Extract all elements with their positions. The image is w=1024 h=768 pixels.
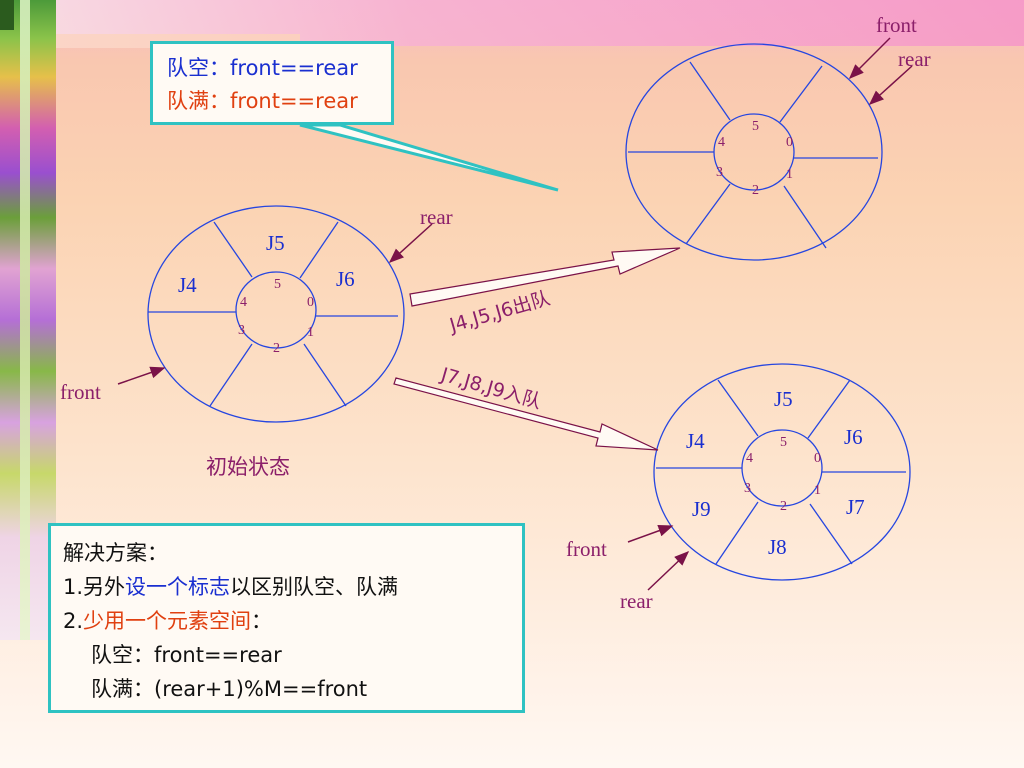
full-front-arrow [627, 524, 674, 543]
slot-index-3: 3 [744, 481, 751, 496]
dequeue-arrow [409, 247, 681, 307]
slot-index-0: 0 [786, 135, 793, 150]
initial-rear-label: rear [420, 205, 453, 229]
slot-index-3: 3 [238, 323, 245, 338]
slot-index-0: 0 [814, 451, 821, 466]
full-queue-ring [653, 363, 911, 581]
initial-queue-elements: J5 J4 J6 [178, 231, 355, 297]
solution-2-prefix: 2. [63, 609, 84, 633]
queue-condition-note: 队空：front==rear 队满：front==rear [150, 41, 394, 125]
initial-front-label: front [60, 380, 101, 404]
empty-front-label: front [876, 13, 917, 37]
full-slot-indices: 5 4 0 3 1 2 [744, 435, 821, 514]
slot-index-4: 4 [746, 451, 753, 466]
slot-index-4: 4 [718, 135, 725, 150]
slot-index-1: 1 [307, 325, 314, 340]
full-condition: 队满：front==rear [167, 89, 358, 113]
slot-index-1: 1 [786, 167, 793, 182]
slot-index-1: 1 [814, 483, 821, 498]
initial-rear-arrow [388, 223, 433, 264]
slot-index-2: 2 [780, 499, 787, 514]
element-j4: J4 [178, 273, 197, 297]
callout-pointer [299, 123, 559, 192]
element-j9: J9 [692, 497, 711, 521]
solution-note: 解决方案： 1.另外设一个标志以区别队空、队满 2.少用一个元素空间： 队空：f… [48, 523, 525, 713]
slot-index-5: 5 [274, 277, 281, 292]
element-j4: J4 [686, 429, 705, 453]
full-queue-elements: J5 J4 J6 J7 J8 J9 [686, 387, 865, 559]
full-rear-arrow [647, 550, 690, 591]
initial-state-caption: 初始状态 [206, 455, 290, 479]
solution-empty-condition: 队空：front==rear [91, 643, 282, 667]
element-j7: J7 [846, 495, 865, 519]
full-front-label: front [566, 537, 607, 561]
initial-slot-indices: 5 4 0 3 1 2 [238, 277, 314, 356]
full-rear-label: rear [620, 589, 653, 613]
left-corner-block [0, 0, 14, 30]
slot-index-4: 4 [240, 295, 247, 310]
solution-title: 解决方案： [63, 541, 168, 565]
enqueue-arrow [393, 377, 659, 451]
slot-index-3: 3 [716, 165, 723, 180]
element-j6: J6 [844, 425, 863, 449]
element-j8: J8 [768, 535, 787, 559]
empty-queue-ring [625, 43, 883, 261]
slot-index-5: 5 [752, 119, 759, 134]
slot-index-2: 2 [273, 341, 280, 356]
solution-1-highlight: 设一个标志 [125, 575, 231, 599]
element-j5: J5 [774, 387, 793, 411]
slot-index-2: 2 [752, 183, 759, 198]
empty-condition: 队空：front==rear [167, 56, 358, 80]
slot-index-0: 0 [307, 295, 314, 310]
empty-rear-arrow [868, 65, 913, 106]
initial-front-arrow [117, 366, 166, 385]
element-j6: J6 [336, 267, 355, 291]
empty-front-arrow [848, 37, 891, 80]
slot-index-5: 5 [780, 435, 787, 450]
empty-slot-indices: 5 4 0 3 1 2 [716, 119, 793, 198]
solution-2-suffix: ： [251, 609, 273, 633]
empty-rear-label: rear [898, 47, 931, 71]
solution-2: 2.少用一个元素空间： [63, 604, 522, 638]
element-j5: J5 [266, 231, 285, 255]
initial-queue-ring [147, 205, 405, 423]
solution-2-highlight: 少用一个元素空间 [83, 609, 252, 633]
solution-full-condition: 队满：(rear+1)%M==front [91, 677, 368, 701]
solution-1-suffix: 以区别队空、队满 [230, 575, 399, 599]
left-decoration-strip [0, 0, 56, 640]
solution-1-prefix: 1.另外 [63, 575, 126, 599]
solution-1: 1.另外设一个标志以区别队空、队满 [63, 570, 522, 604]
